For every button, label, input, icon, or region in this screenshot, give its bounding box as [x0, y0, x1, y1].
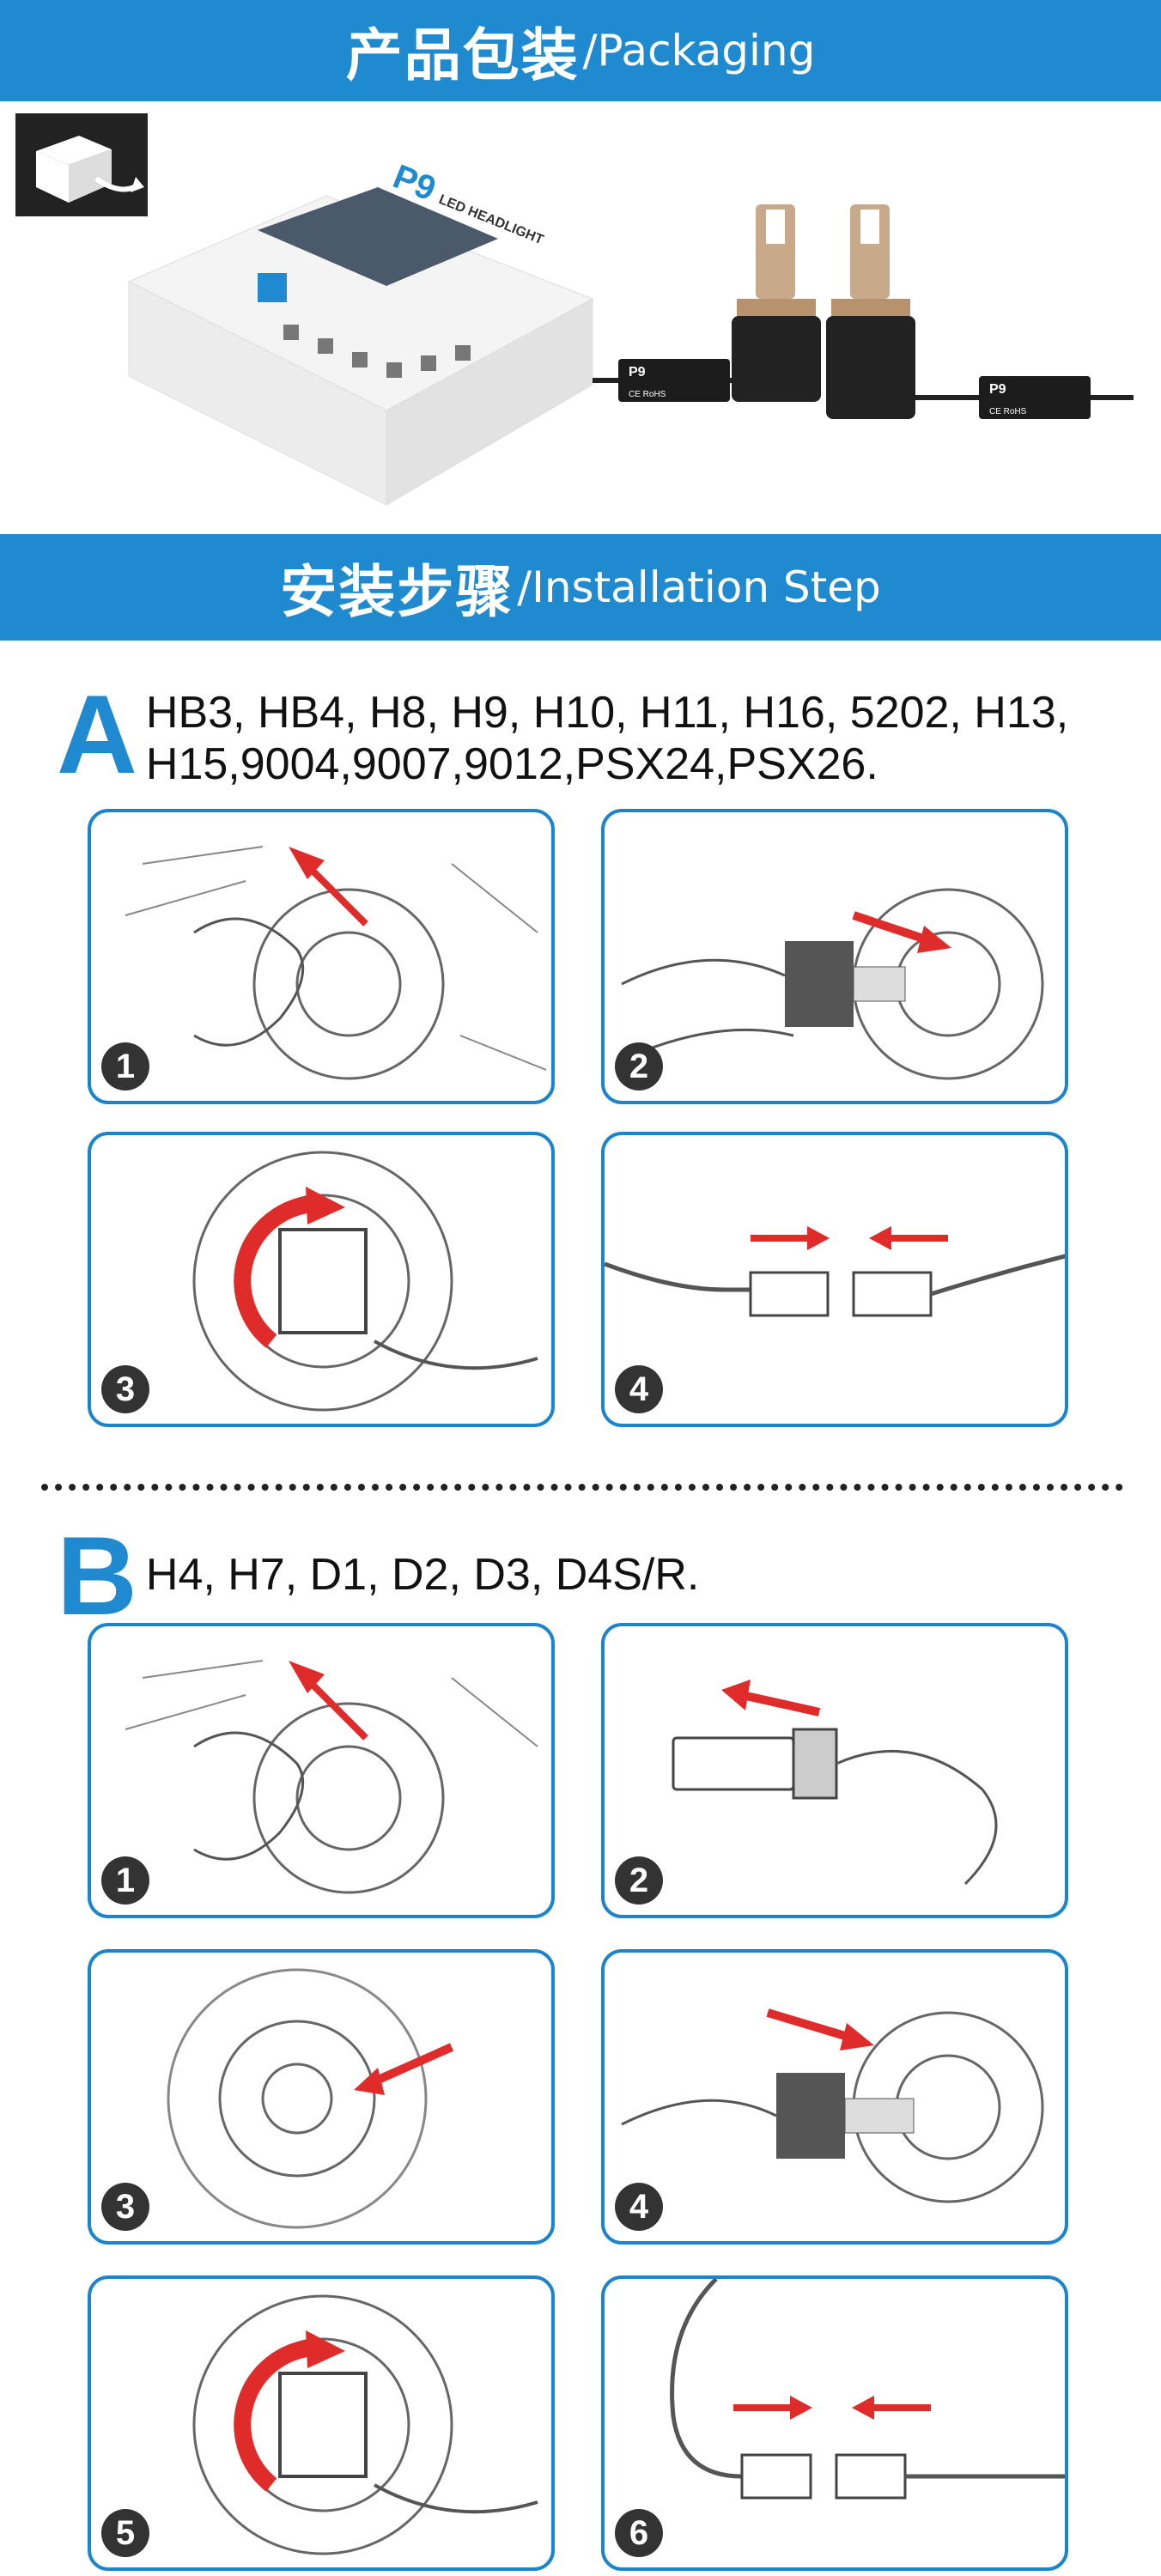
step-b4-number: 4	[615, 2183, 663, 2231]
step-b3-number: 3	[101, 2183, 149, 2231]
step-a1-number: 1	[101, 1042, 149, 1091]
driver-left-brand: P9	[629, 365, 646, 380]
driver-right-brand: P9	[989, 382, 1006, 397]
step-b2-illustration	[672, 1680, 998, 1886]
retail-box-illustration	[127, 187, 594, 506]
step-b1-number: 1	[101, 1856, 149, 1905]
step-b5-panel: 5	[88, 2275, 555, 2571]
section-b-letter: B	[57, 1513, 137, 1638]
driver-right-rohs: CE RoHS	[989, 407, 1027, 416]
step-a4-number: 4	[615, 1365, 663, 1413]
section-a-models: HB3, HB4, H8, H9, H10, H11, H16, 5202, H…	[146, 687, 1068, 790]
led-bulbs-illustration	[593, 204, 1134, 419]
driver-left-rohs: CE RoHS	[629, 390, 666, 399]
step-a3-illustration	[192, 1151, 538, 1412]
step-b1-panel: 1	[88, 1623, 555, 1918]
section-b-models: H4, H7, D1, D2, D3, D4S/R.	[146, 1549, 699, 1601]
section-a-models-line1: HB3, HB4, H8, H9, H10, H11, H16, 5202, H…	[145, 688, 1069, 738]
step-b6-number: 6	[615, 2509, 663, 2557]
section-b-header: B H4, H7, D1, D2, D3, D4S/R.	[57, 1520, 699, 1631]
installation-title-zh: 安装步骤	[280, 559, 514, 625]
section-b-models-line1: H4, H7, D1, D2, D3, D4S/R.	[145, 1550, 700, 1600]
step-a3-panel: 3	[88, 1132, 555, 1427]
step-b6-illustration	[670, 2279, 1065, 2500]
step-a1-illustration	[125, 846, 547, 1080]
step-b4-illustration	[621, 2008, 1044, 2203]
section-a-header: A HB3, HB4, H8, H9, H10, H11, H16, 5202,…	[57, 678, 1068, 790]
section-a-letter: A	[57, 671, 137, 797]
step-a2-number: 2	[615, 1042, 663, 1091]
step-b6-panel: 6	[601, 2275, 1068, 2571]
step-b3-panel: 3	[88, 1949, 555, 2245]
step-a4-illustration	[605, 1226, 1065, 1317]
packaging-title-zh: 产品包装	[345, 22, 580, 88]
packaging-image: P9 LED HEADLIGHT P9 CE RoHS P9 CE RoHS	[0, 101, 1161, 534]
step-a3-number: 3	[101, 1365, 149, 1413]
step-a2-panel: 2	[601, 809, 1068, 1104]
section-divider	[41, 1484, 1123, 1491]
step-b5-illustration	[192, 2294, 538, 2555]
installation-banner: 安装步骤 /Installation Step	[0, 534, 1161, 641]
step-a2-illustration	[621, 888, 1044, 1080]
packaging-banner: 产品包装 /Packaging	[0, 0, 1161, 101]
box-icon	[15, 113, 148, 216]
step-b5-number: 5	[101, 2509, 149, 2557]
step-b3-illustration	[167, 1968, 454, 2229]
step-a4-panel: 4	[601, 1132, 1068, 1427]
step-a1-panel: 1	[88, 809, 555, 1104]
step-b4-panel: 4	[601, 1949, 1068, 2245]
step-b2-panel: 2	[601, 1623, 1068, 1918]
installation-title-en: /Installation Step	[517, 562, 881, 612]
step-b1-illustration	[125, 1660, 538, 1894]
packaging-title-en: /Packaging	[582, 26, 816, 76]
step-b2-number: 2	[615, 1856, 663, 1905]
section-a-models-line2: H15,9004,9007,9012,PSX24,PSX26.	[145, 739, 878, 789]
